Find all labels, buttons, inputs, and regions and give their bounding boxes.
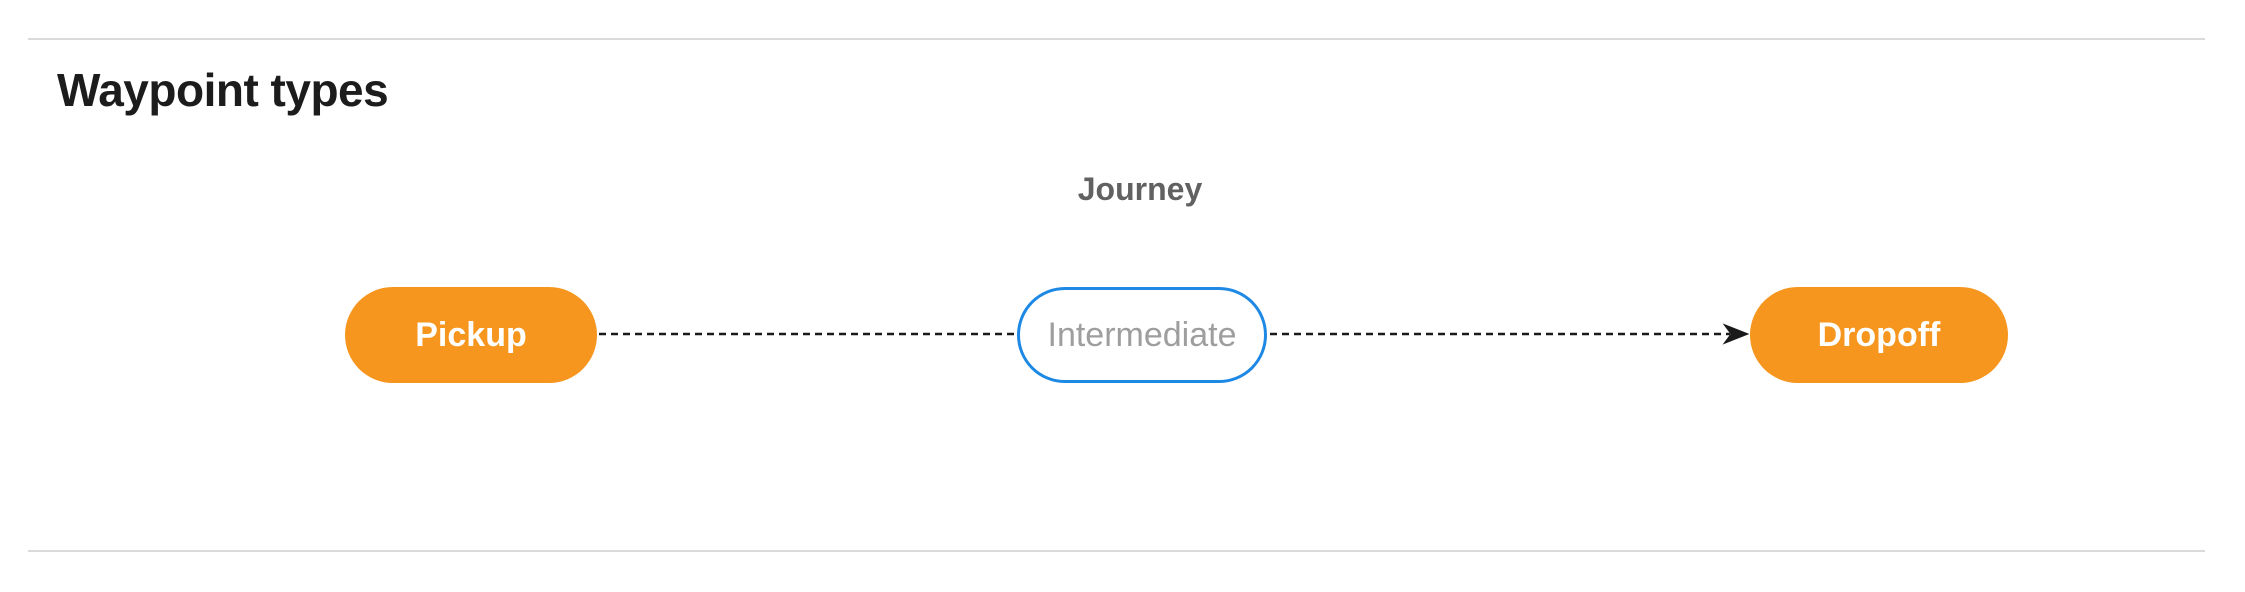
node-intermediate: Intermediate [1017, 287, 1267, 383]
top-divider [28, 38, 2205, 40]
page-title: Waypoint types [57, 64, 389, 116]
node-pickup: Pickup [345, 287, 597, 383]
journey-label: Journey [1077, 171, 1203, 207]
node-intermediate-label: Intermediate [1047, 316, 1237, 354]
node-dropoff: Dropoff [1750, 287, 2008, 383]
node-dropoff-label: Dropoff [1817, 316, 1941, 354]
bottom-divider [28, 550, 2205, 552]
arrowhead-icon [1722, 323, 1750, 345]
node-pickup-label: Pickup [415, 316, 527, 354]
